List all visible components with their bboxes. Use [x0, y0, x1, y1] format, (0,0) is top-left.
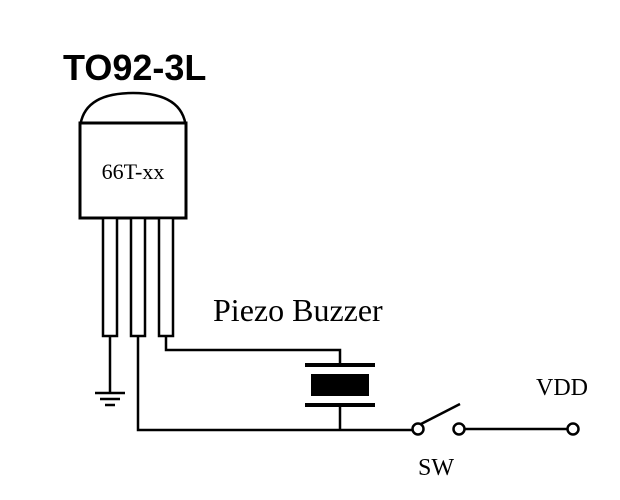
switch-label: SW: [418, 455, 454, 481]
lead-3: [157, 216, 175, 338]
buzzer-top-wire: [164, 336, 342, 365]
ground-symbol: [95, 336, 125, 407]
lead-2: [129, 216, 147, 338]
vdd-terminal: [566, 422, 580, 436]
vdd-label: VDD: [536, 375, 588, 401]
transistor-leads: [101, 216, 175, 338]
switch-symbol: [411, 402, 466, 436]
bottom-wire: [136, 336, 340, 432]
buzzer-label: Piezo Buzzer: [213, 292, 383, 328]
transistor-package: 66T-xx: [78, 91, 188, 220]
package-title: TO92-3L: [63, 47, 206, 88]
piezo-buzzer: [305, 363, 375, 430]
lead-1: [101, 216, 119, 338]
chip-marking: 66T-xx: [102, 159, 165, 184]
